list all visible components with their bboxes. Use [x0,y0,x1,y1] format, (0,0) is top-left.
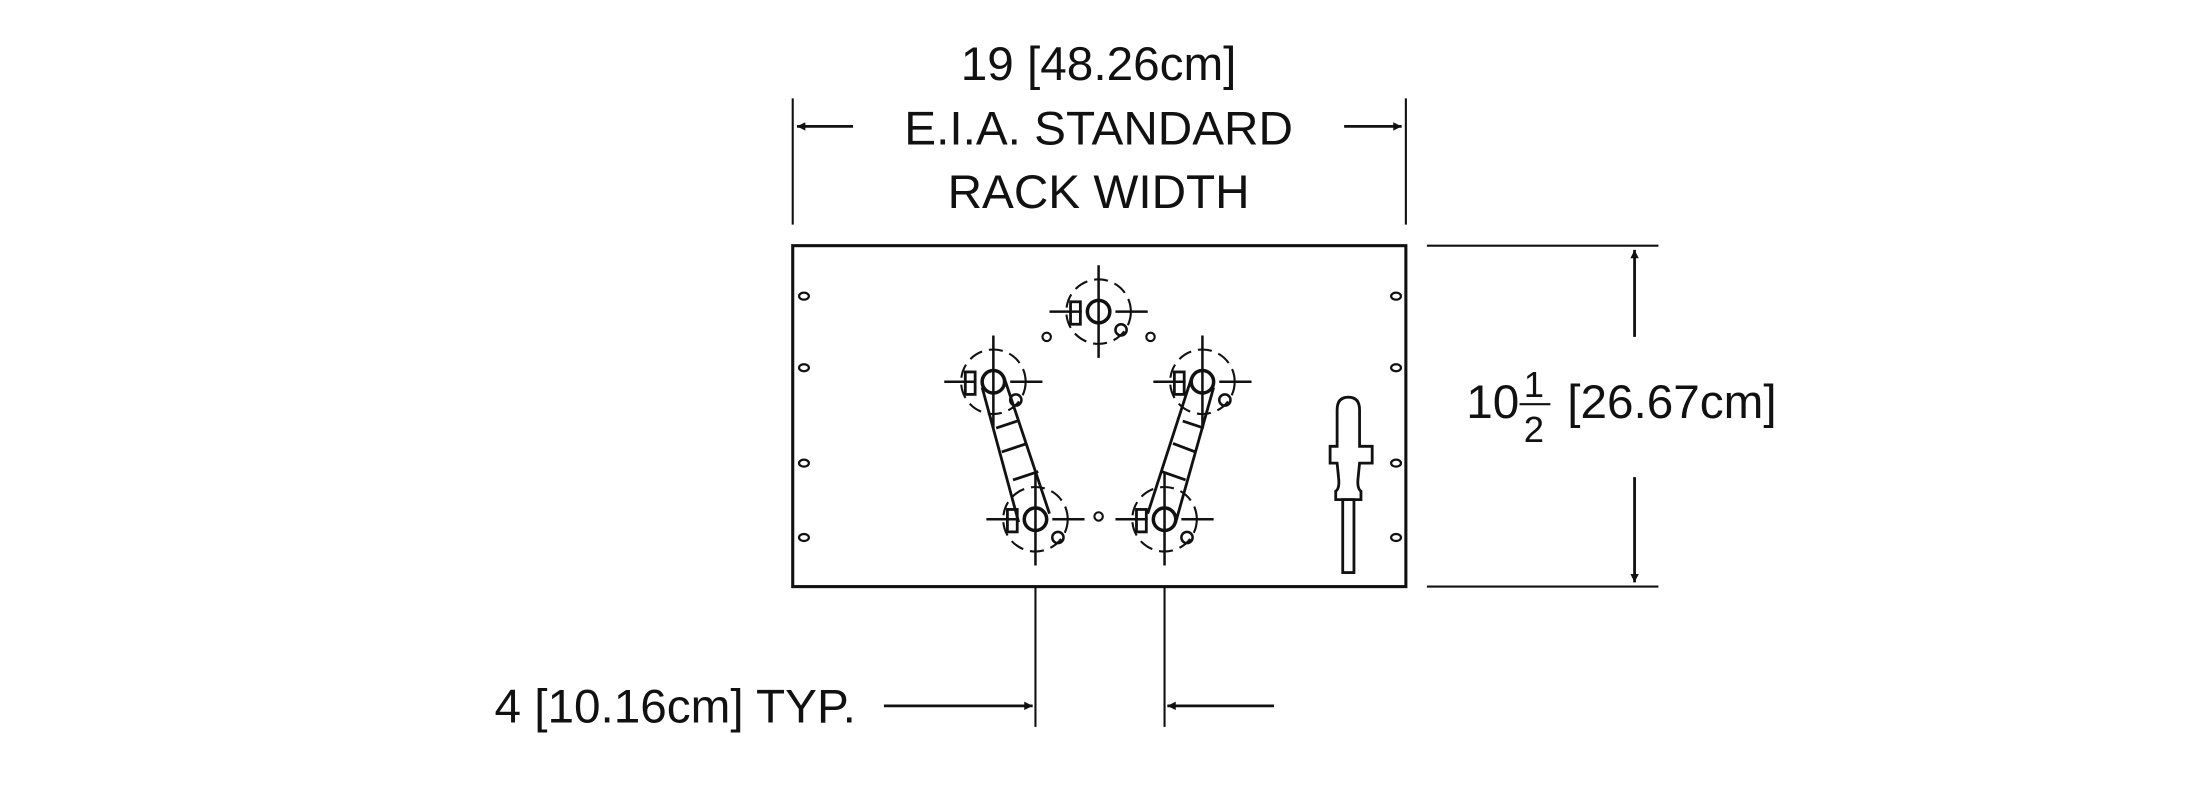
fitting-port [1022,506,1049,533]
fitting-latch [963,370,977,396]
hose-fitting [1049,265,1148,358]
width-dimension: 19 [48.26cm] E.I.A. STANDARD RACK WIDTH [791,38,1407,225]
hose-fittings [944,265,1252,566]
fitting-pin [1217,393,1232,407]
hose-fitting [944,335,1043,429]
mounting-slot [1390,363,1403,373]
fitting-latch [1069,300,1082,326]
spacing-label: 4 [10.16cm] TYP. [494,681,855,734]
mounting-slot [1390,458,1403,468]
crosshair-icon [986,472,1085,566]
mounting-slot [797,532,810,543]
width-label-line1: E.I.A. STANDARD [904,103,1293,156]
hose-outline [1146,378,1215,523]
fitting-pin [1051,530,1065,545]
mounting-slot [797,291,810,301]
height-numerator: 1 [1524,364,1544,405]
hose-left [980,378,1051,523]
mounting-slot [797,363,810,373]
valve-handle-icon [1328,395,1374,574]
mounting-slot [1390,291,1403,301]
height-dimension: 10 1 2 [26.67cm] [1426,244,1777,588]
hose-right [1146,378,1215,523]
hose-bands [995,419,1039,482]
hose-fitting [1153,335,1252,429]
hose-outline [980,378,1051,523]
mounting-slot [797,458,810,468]
fitting-latch [1135,508,1148,534]
small-hole [1041,331,1052,343]
height-metric: [26.67cm] [1567,376,1776,429]
crosshair-icon [1153,335,1252,429]
fitting-pin [1114,322,1128,337]
mounting-slots [797,291,1403,543]
crosshair-icon [1115,472,1214,566]
panel-outline [791,244,1408,589]
mounting-slot [1390,532,1403,543]
small-hole [1145,331,1156,343]
spacing-dimension: 4 [10.16cm] TYP. [494,586,1274,734]
hose-fitting [986,472,1085,566]
crosshair-icon [1049,265,1148,358]
hose-fitting [1115,472,1214,566]
rack-panel [791,244,1408,589]
fitting-latch [1172,370,1186,396]
height-whole: 10 [1466,376,1519,429]
height-denominator: 2 [1524,409,1544,450]
hose-bands [1161,419,1205,482]
width-value-label: 19 [48.26cm] [961,38,1237,91]
fitting-port [1085,298,1112,325]
crosshair-icon [944,335,1043,429]
width-label-line2: RACK WIDTH [948,166,1250,219]
fitting-pin [1180,530,1194,545]
small-hole [1093,511,1104,522]
